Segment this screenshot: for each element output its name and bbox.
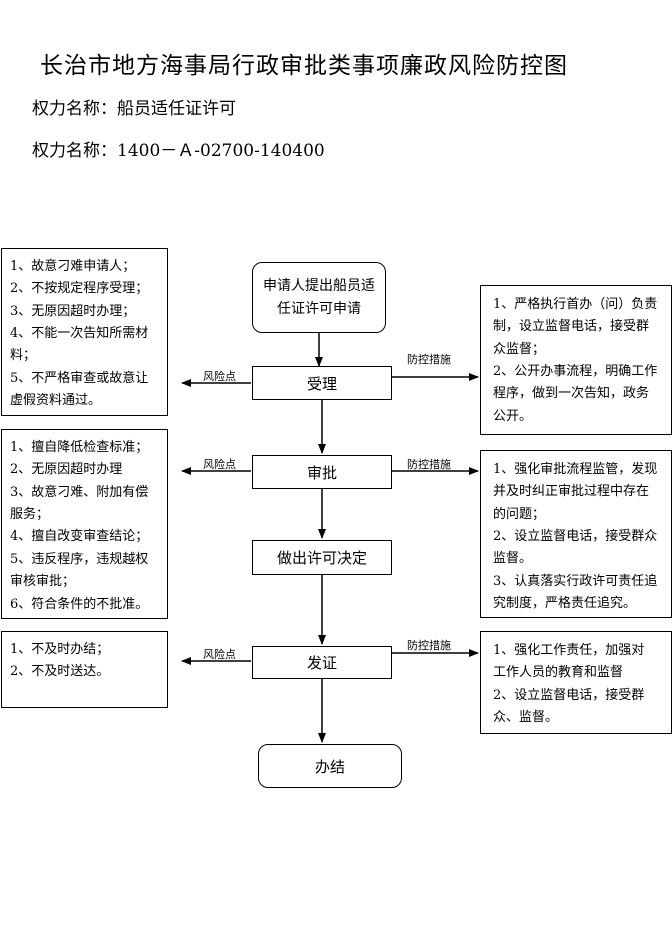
flow-node-accept: 受理 bbox=[252, 366, 392, 400]
control-box-issue: 1、强化工作责任，加强对 工作人员的教育和监督 2、设立监督电话，接受群 众、监… bbox=[480, 631, 672, 734]
control-measure-label-review: 防控措施 bbox=[407, 458, 451, 471]
flow-node-review: 审批 bbox=[252, 455, 392, 489]
power-code: 权力名称：1400－Ａ-02700-140400 bbox=[32, 141, 325, 161]
risk-point-label-issue: 风险点 bbox=[203, 648, 236, 661]
flow-node-issue: 发证 bbox=[252, 646, 392, 679]
page-title: 长治市地方海事局行政审批类事项廉政风险防控图 bbox=[40, 53, 568, 79]
power-name: 权力名称：船员适任证许可 bbox=[32, 99, 236, 119]
risk-point-label-accept: 风险点 bbox=[203, 370, 236, 383]
risk-box-accept: 1、故意刁难申请人； 2、不按规定程序受理； 3、无原因超时办理； 4、不能一次… bbox=[1, 248, 168, 416]
risk-box-review: 1、擅自降低检查标准； 2、无原因超时办理 3、故意刁难、附加有偿 服务； 4、… bbox=[1, 429, 168, 619]
control-box-review: 1、强化审批流程监管，发现 并及时纠正审批过程中存在 的问题； 2、设立监督电话… bbox=[480, 450, 672, 618]
flow-node-end: 办结 bbox=[258, 744, 402, 788]
control-measure-label-accept: 防控措施 bbox=[407, 353, 451, 366]
risk-box-issue: 1、不及时办结； 2、不及时送达。 bbox=[1, 631, 168, 708]
flow-node-start: 申请人提出船员适任证许可申请 bbox=[252, 262, 386, 333]
control-box-accept: 1、严格执行首办（问）负责 制，设立监督电话，接受群 众监督； 2、公开办事流程… bbox=[480, 285, 672, 435]
flow-node-decision: 做出许可决定 bbox=[252, 540, 392, 575]
control-measure-label-issue: 防控措施 bbox=[407, 639, 451, 652]
risk-point-label-review: 风险点 bbox=[203, 458, 236, 471]
